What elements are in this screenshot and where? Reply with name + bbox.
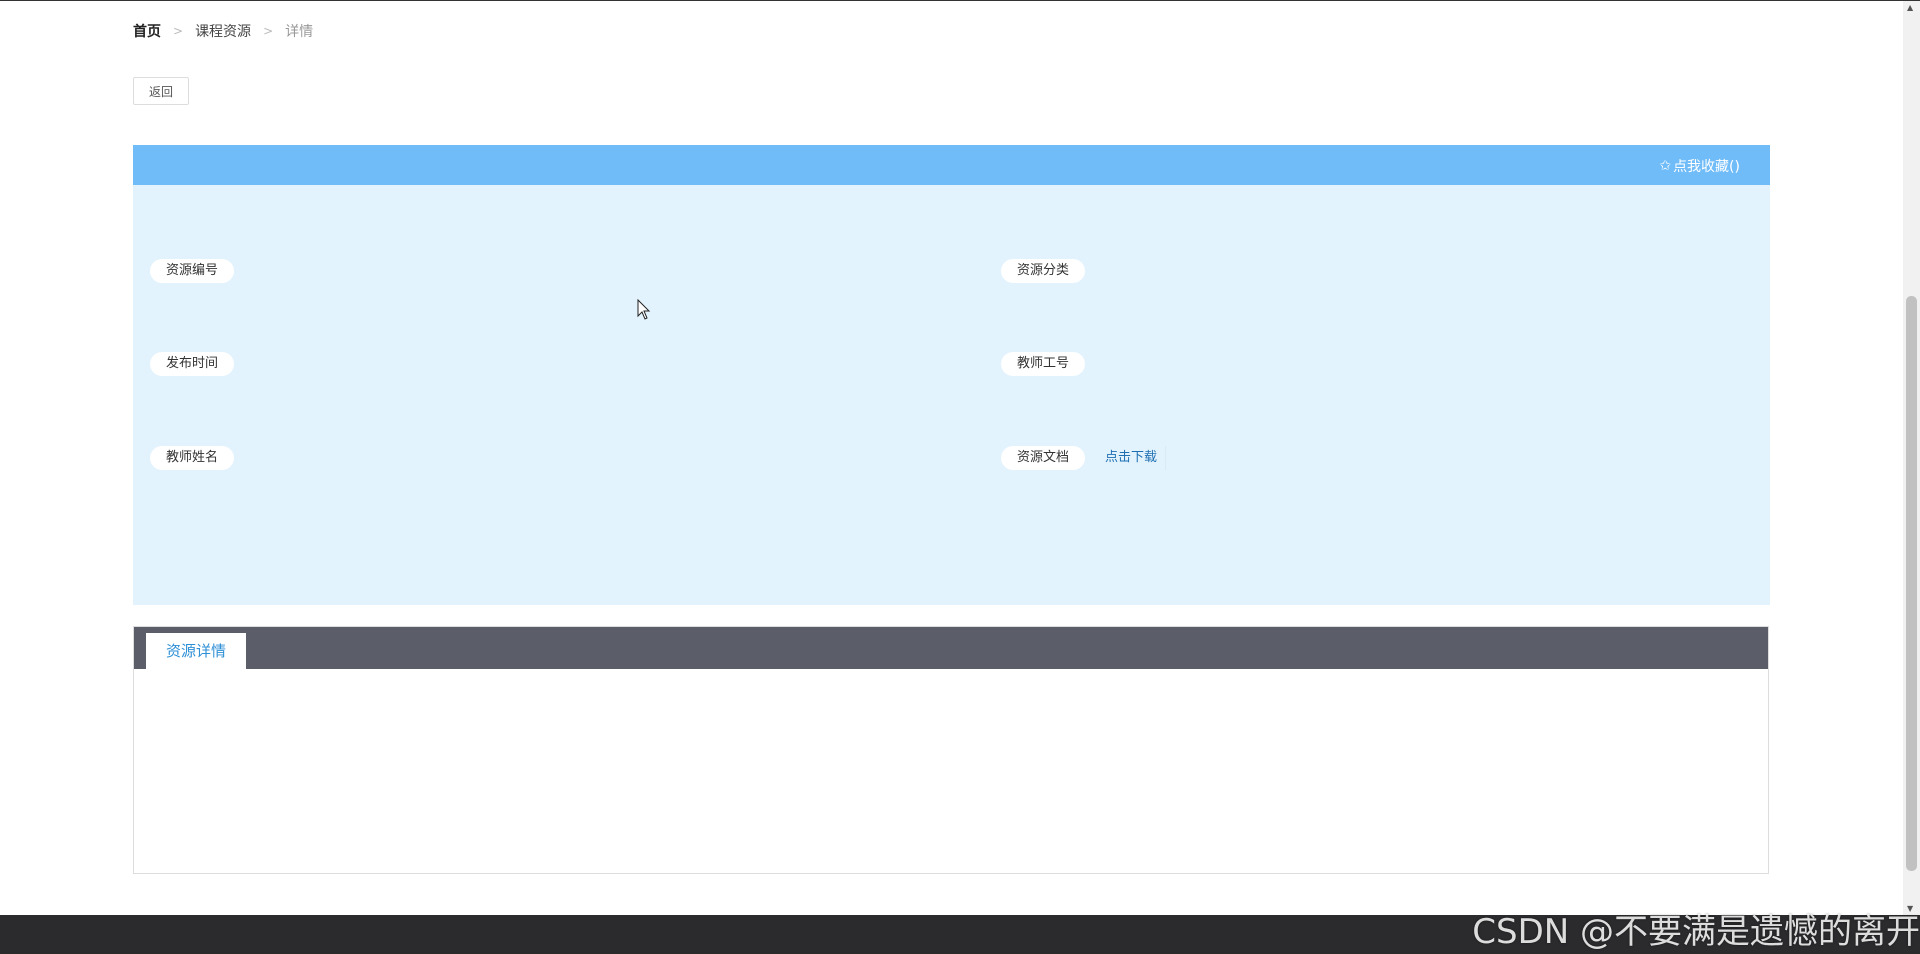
- field-label-resource-category: 资源分类: [1001, 259, 1086, 283]
- star-outline-icon: ✩: [1659, 158, 1672, 174]
- favorite-label: 点我收藏(): [1673, 159, 1740, 175]
- scroll-down-icon[interactable]: ▼: [1907, 904, 1914, 913]
- vertical-scrollbar[interactable]: ▲ ▼: [1903, 1, 1920, 915]
- field-label-teacher-name: 教师姓名: [150, 446, 235, 470]
- tab-resource-detail[interactable]: 资源详情: [146, 633, 247, 669]
- detail-tabs-panel: 资源详情: [133, 626, 1769, 874]
- field-label-resource-document: 资源文档: [1001, 446, 1086, 470]
- breadcrumb-home[interactable]: 首页: [133, 24, 161, 40]
- field-label-publish-time: 发布时间: [150, 352, 235, 376]
- breadcrumb-course-resources[interactable]: 课程资源: [195, 24, 252, 40]
- resource-detail-card: ✩ 点我收藏() 资源编号 资源分类 发布时间 教师工号 教师姓名 资源文档 点…: [133, 145, 1770, 605]
- bottom-bar: [0, 915, 1920, 954]
- download-link[interactable]: 点击下载: [1105, 446, 1167, 470]
- watermark: CSDN @不要满是遗憾的离开: [1472, 912, 1920, 952]
- scroll-up-icon[interactable]: ▲: [1907, 3, 1914, 12]
- favorite-button[interactable]: ✩ 点我收藏(): [1659, 156, 1740, 176]
- tab-bar: 资源详情: [134, 627, 1768, 669]
- field-label-resource-no: 资源编号: [150, 259, 235, 283]
- scrollbar-thumb[interactable]: [1906, 296, 1917, 871]
- breadcrumb-separator: >: [263, 24, 274, 38]
- field-label-teacher-id: 教师工号: [1001, 352, 1086, 376]
- mouse-pointer-icon: [637, 299, 651, 320]
- breadcrumb: 首页 > 课程资源 > 详情: [133, 21, 313, 41]
- breadcrumb-current: 详情: [285, 24, 314, 40]
- breadcrumb-separator: >: [173, 24, 184, 38]
- back-button[interactable]: 返回: [133, 77, 189, 105]
- tab-content: [134, 669, 1768, 873]
- detail-card-header: ✩ 点我收藏(): [133, 145, 1770, 185]
